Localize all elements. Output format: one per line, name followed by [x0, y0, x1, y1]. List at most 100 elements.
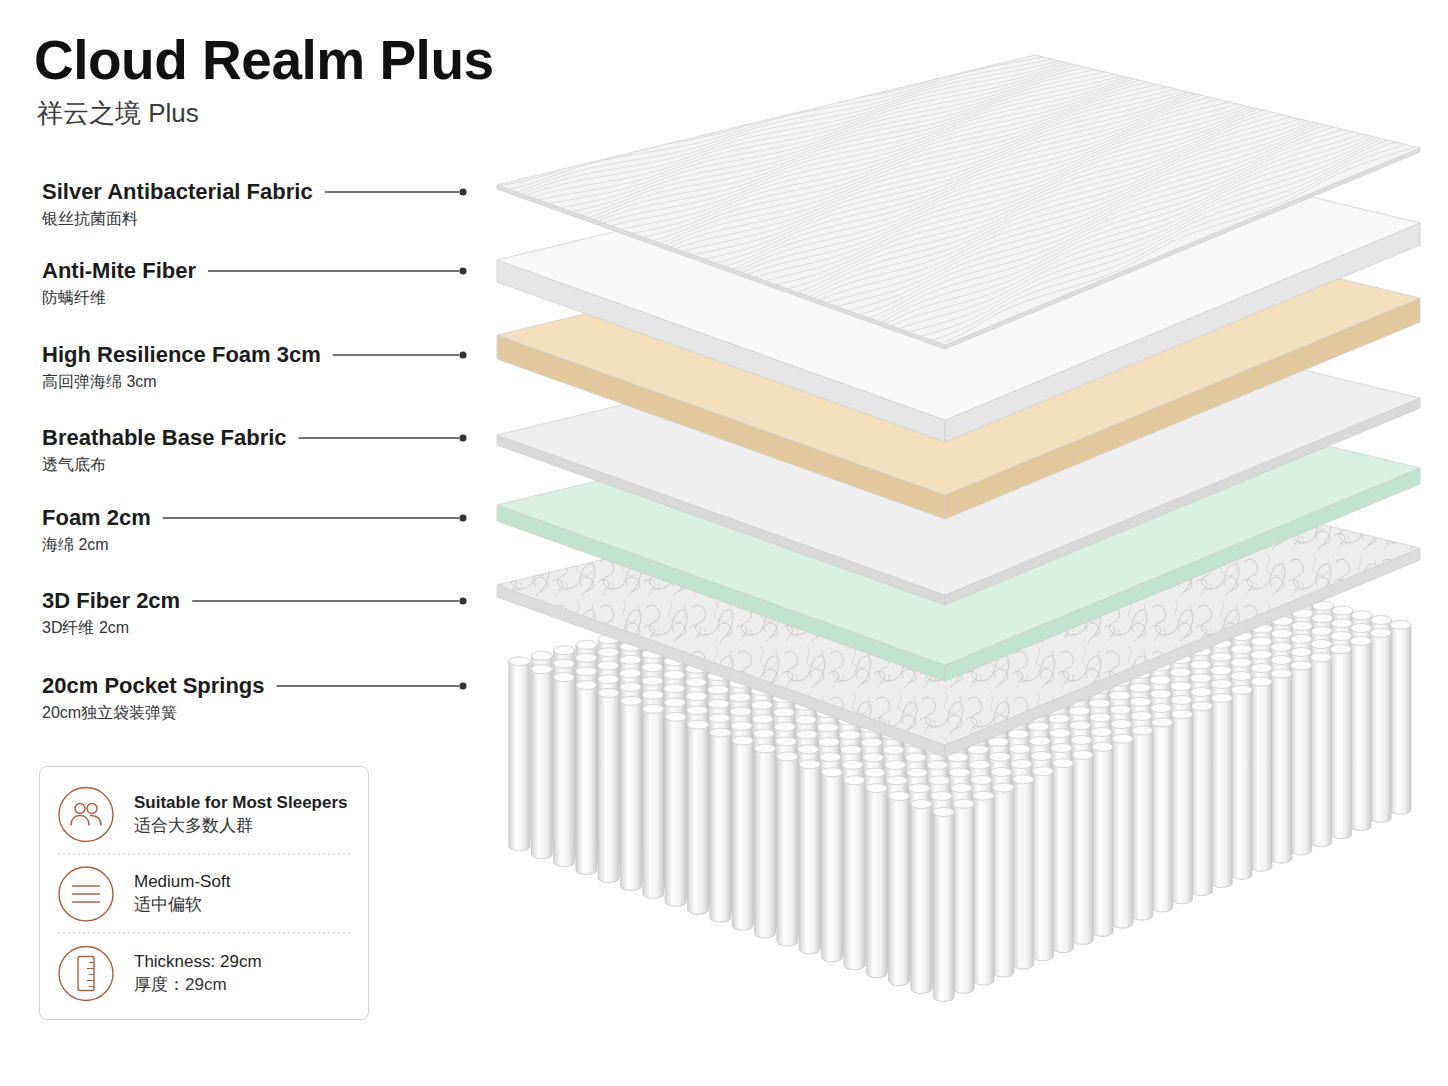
fabric-wave [738, 106, 1277, 288]
spring-top [664, 684, 685, 693]
spring-top [621, 696, 642, 705]
spring-body [1112, 739, 1133, 929]
spring-body [933, 812, 954, 1002]
leader-dot [459, 188, 466, 195]
leader-dot [459, 434, 466, 441]
fabric-wave [892, 138, 1409, 345]
spring-top [598, 648, 619, 657]
spring-coil [777, 752, 798, 946]
spring-top [775, 737, 796, 746]
fabric-wave [509, 59, 1079, 205]
spring-top [953, 799, 974, 808]
icon-ring [59, 788, 113, 842]
feature-text-zh: 厚度：29cm [134, 974, 262, 997]
spring-top [1130, 697, 1151, 706]
fabric-wave [876, 134, 1393, 339]
leader-line [325, 191, 459, 192]
leader-line [192, 600, 459, 601]
spring-top [842, 760, 863, 769]
spring-top [576, 653, 597, 662]
spring-coil [933, 807, 954, 1001]
spring-coil [1370, 628, 1391, 822]
feature-text: Suitable for Most Sleepers [134, 792, 348, 815]
spring-top [731, 721, 752, 730]
spring-top [1112, 734, 1133, 743]
spring-top [598, 675, 619, 684]
spring-top [620, 669, 641, 678]
spring-top [1091, 728, 1112, 737]
spring-top [1170, 682, 1191, 691]
spring-top [1190, 674, 1211, 683]
fabric-wave [866, 131, 1383, 335]
spring-body [576, 685, 597, 875]
icon-tick [87, 968, 94, 969]
fabric-wave [798, 118, 1325, 311]
spring-top [1132, 726, 1153, 735]
spring-top [642, 676, 663, 685]
spring-coil [953, 799, 974, 993]
layer-name: 3D Fiber 2cm [42, 588, 180, 614]
spring-coil [1251, 677, 1272, 871]
panel-row: Suitable for Most Sleepers适合大多数人群 [134, 775, 348, 854]
spring-top [1331, 632, 1352, 641]
fabric-wave [726, 103, 1264, 284]
spring-coil [598, 688, 619, 882]
spring-top [991, 768, 1012, 777]
spring-top [844, 776, 865, 785]
spring-top [598, 688, 619, 697]
spring-top [1090, 713, 1111, 722]
spring-body [1092, 747, 1113, 937]
spring-body [953, 804, 974, 994]
spring-top [576, 681, 597, 690]
spring-top [798, 745, 819, 754]
fabric-wave [586, 75, 1146, 233]
spring-top [642, 690, 663, 699]
feature-text: Medium-Soft [134, 871, 230, 894]
spring-top [710, 728, 731, 737]
spring-top [1251, 664, 1272, 673]
spring-body [844, 780, 865, 970]
subtitle: 祥云之境 Plus [37, 98, 199, 129]
spring-top [1072, 750, 1093, 759]
spring-top [988, 737, 1009, 746]
spring-body [777, 756, 798, 946]
icon-ruler [59, 947, 113, 1001]
spring-coil [993, 783, 1014, 977]
spring-top [1330, 645, 1351, 654]
spring-coil [688, 720, 709, 914]
spring-top [1172, 710, 1193, 719]
spring-coil [554, 673, 575, 867]
spring-top [863, 753, 884, 762]
icon-tick [87, 980, 94, 981]
icon-tick [89, 962, 94, 963]
panel-row: Thickness: 29cm厚度：29cm [134, 934, 262, 1013]
spring-top [933, 807, 954, 816]
spring-top [1210, 652, 1231, 661]
layer-name: Breathable Base Fabric [42, 425, 287, 451]
layer-top [497, 55, 1420, 345]
spring-top [620, 655, 641, 664]
fabric-wave [593, 77, 1154, 236]
layer-name-zh: 20cm独立袋装弹簧 [42, 703, 177, 722]
row-separator [58, 854, 352, 855]
spring-top [1011, 760, 1032, 769]
spring-top [1013, 775, 1034, 784]
spring-coil [911, 800, 932, 994]
spring-body [1052, 763, 1073, 953]
spring-top [1029, 737, 1050, 746]
layer-name: Foam 2cm [42, 505, 151, 531]
spring-top [1311, 640, 1332, 649]
spring-coil [1072, 750, 1093, 944]
fabric-wave [649, 87, 1198, 256]
leader-dot [459, 267, 466, 274]
icon-line [72, 885, 100, 886]
spring-coil [799, 760, 820, 954]
spring-top [1152, 718, 1173, 727]
leader-dot [459, 597, 466, 604]
feature-text: Thickness: 29cm [134, 951, 262, 974]
spring-top [1070, 721, 1091, 730]
spring-coil [1350, 637, 1371, 831]
spring-top [1251, 650, 1272, 659]
spring-coil [973, 791, 994, 985]
fabric-texture [457, 49, 1428, 352]
